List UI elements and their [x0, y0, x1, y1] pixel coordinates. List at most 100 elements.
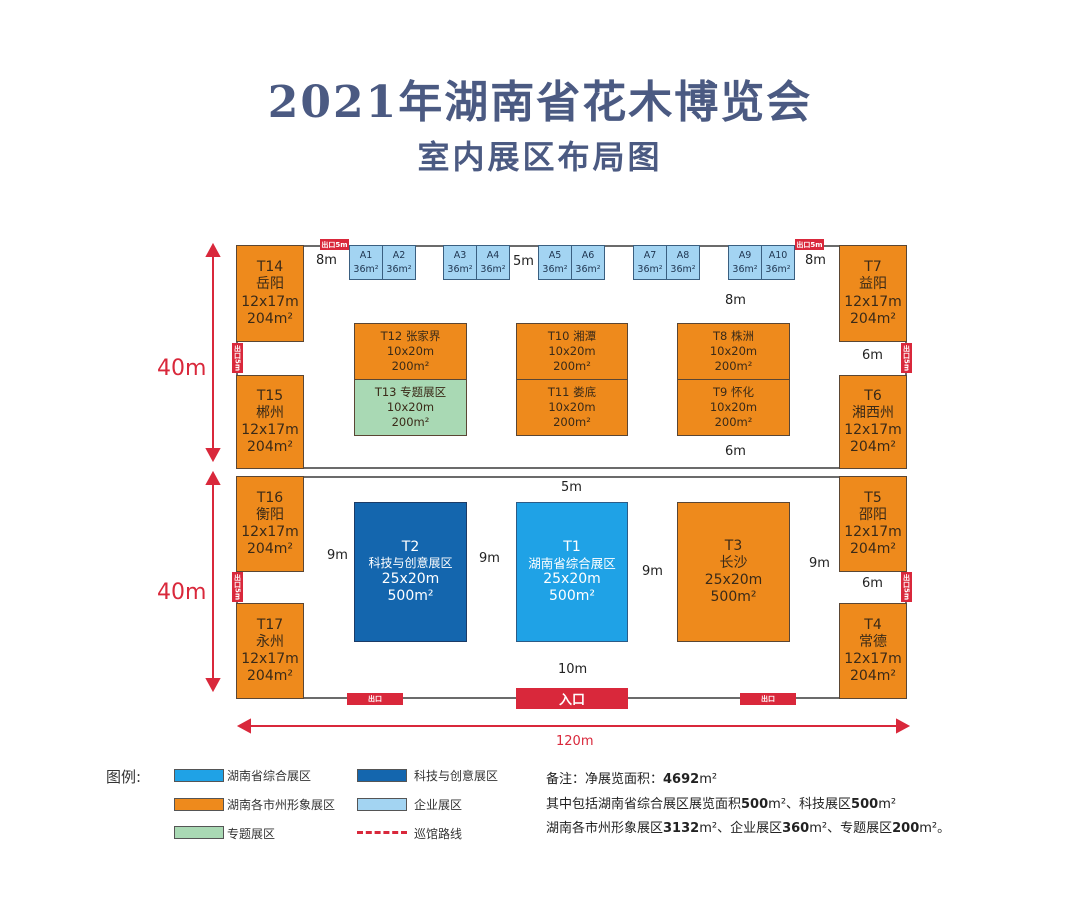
booth-line: 10x20m	[386, 344, 435, 359]
exit-top-right[interactable]: 出口5m	[795, 239, 824, 250]
note-value: 360	[782, 821, 810, 836]
height-label-upper: 40m	[157, 356, 207, 381]
page-title: 2021年湖南省花木博览会	[267, 77, 813, 128]
booth-line: 204m²	[850, 310, 896, 327]
note-unit: m²	[919, 821, 938, 836]
booth-line: 200m²	[714, 358, 753, 373]
booth-line: 常德	[859, 633, 887, 650]
dim-label: 6m	[862, 576, 883, 591]
booth-line: 10x20m	[709, 400, 758, 415]
booth-line: T14	[256, 259, 284, 276]
note-unit: m²	[699, 772, 718, 787]
booth-line: A1	[359, 250, 373, 262]
booth-line: 12x17m	[241, 524, 299, 540]
booth-line: T4	[864, 616, 882, 633]
note-text: 湖南各市州形象展区	[546, 821, 664, 836]
booth-line: 12x17m	[241, 293, 299, 310]
booth-line: 36m²	[386, 263, 412, 275]
exit-right-upper[interactable]: 出口5m	[901, 343, 912, 373]
booth-line: T5	[864, 489, 882, 506]
entrance[interactable]: 入口	[516, 688, 628, 709]
booth-line: 204m²	[247, 668, 293, 685]
booth-line: 36m²	[480, 263, 506, 275]
booth-line: 益阳	[859, 276, 887, 293]
dim-label: 5m	[513, 254, 534, 269]
booth-line: 36m²	[765, 263, 791, 275]
booth-line: T6	[864, 387, 882, 404]
booth-line: T1	[563, 538, 581, 555]
booth-line: 郴州	[256, 404, 284, 421]
booth-line: 12x17m	[844, 651, 902, 667]
arrowhead	[896, 718, 911, 734]
exit-bottom-right[interactable]: 出口	[740, 693, 796, 705]
booth-line: A3	[453, 250, 467, 262]
exit-bottom-left[interactable]: 出口	[347, 693, 403, 705]
legend-dashed-line-icon	[357, 831, 407, 834]
arrowhead	[205, 242, 221, 257]
exit-top-left[interactable]: 出口5m	[320, 239, 349, 250]
page-subtitle: 室内展区布局图	[417, 138, 663, 176]
booth-line: 邵阳	[859, 506, 887, 523]
exit-left-lower[interactable]: 出口5m	[232, 572, 243, 602]
booth-line: 10x20m	[386, 400, 435, 415]
booth-line: 25x20m	[543, 571, 601, 588]
arrowhead	[236, 718, 251, 734]
booth-line: 长沙	[719, 554, 748, 571]
legend-label: 湖南各市州形象展区	[227, 798, 336, 812]
booth-line: 200m²	[714, 414, 753, 429]
height-label-lower: 40m	[157, 580, 207, 605]
exit-left-upper[interactable]: 出口5m	[232, 343, 243, 373]
booth-line: 500m²	[549, 588, 595, 605]
booth-line: 200m²	[391, 358, 430, 373]
booth-line: A5	[548, 250, 562, 262]
legend-swatch-city	[174, 798, 224, 811]
booth-line: 200m²	[553, 358, 591, 373]
booth-line: 12x17m	[241, 422, 299, 438]
booth-line: T3	[724, 537, 743, 554]
booth-line: T7	[864, 259, 882, 276]
dim-label: 5m	[561, 480, 582, 495]
booth-line: 12x17m	[844, 422, 902, 438]
booth-line: 湖南省综合展区	[528, 555, 616, 571]
booth-line: 36m²	[670, 263, 696, 275]
note-text: 。	[937, 821, 951, 836]
booth-line: 500m²	[710, 589, 757, 606]
booth-line: 12x17m	[241, 651, 299, 667]
dim-label: 9m	[642, 564, 663, 579]
dim-label: 10m	[558, 662, 588, 677]
booth-line: 36m²	[575, 263, 601, 275]
booth-line: 湘西州	[852, 404, 894, 421]
note-text: 、专题展区	[827, 821, 893, 836]
note-unit: m²	[768, 797, 787, 812]
booth-line: 204m²	[247, 439, 293, 456]
exit-right-lower[interactable]: 出口5m	[901, 572, 912, 602]
booth-line: 10x20m	[548, 400, 596, 415]
arrowhead	[205, 448, 221, 463]
